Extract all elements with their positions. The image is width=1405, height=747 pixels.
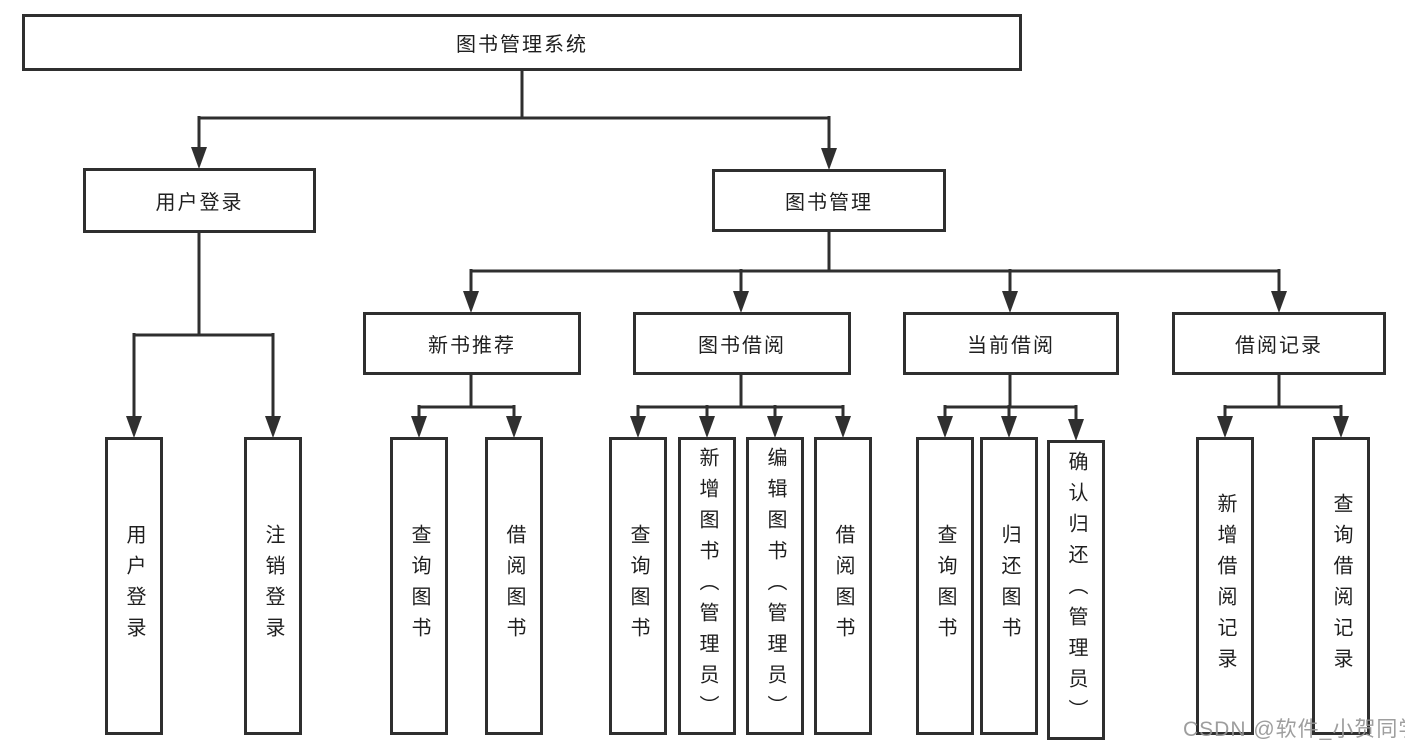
node-current-borrowing-label: 当前借阅 [967, 335, 1055, 357]
leaf-bb-borrow-books-label: 借阅图书 [832, 524, 854, 648]
leaf-br-add-record: 新增借阅记录 [1196, 437, 1254, 735]
node-root: 图书管理系统 [22, 14, 1022, 71]
leaf-logout: 注销登录 [244, 437, 302, 735]
leaf-bb-borrow-books: 借阅图书 [814, 437, 872, 735]
leaf-bb-add-books-admin-label: 新增图书（管理员） [696, 446, 718, 726]
leaf-bb-add-books-admin: 新增图书（管理员） [678, 437, 736, 735]
node-borrowing-record-label: 借阅记录 [1235, 335, 1323, 357]
leaf-nbr-borrow-books-label: 借阅图书 [503, 524, 525, 648]
leaf-bb-edit-books-admin: 编辑图书（管理员） [746, 437, 804, 735]
node-book-borrowing-label: 图书借阅 [698, 335, 786, 357]
leaf-br-query-record: 查询借阅记录 [1312, 437, 1370, 735]
node-root-label: 图书管理系统 [456, 34, 588, 56]
node-new-book-recommendation-label: 新书推荐 [428, 335, 516, 357]
leaf-nbr-query-books-label: 查询图书 [408, 524, 430, 648]
leaf-br-add-record-label: 新增借阅记录 [1214, 493, 1236, 679]
node-book-management-label: 图书管理 [785, 192, 873, 214]
leaf-nbr-borrow-books: 借阅图书 [485, 437, 543, 735]
node-borrowing-record: 借阅记录 [1172, 312, 1386, 375]
node-current-borrowing: 当前借阅 [903, 312, 1119, 375]
leaf-cb-return-books-label: 归还图书 [998, 524, 1020, 648]
leaf-cb-confirm-return-admin-label: 确认归还（管理员） [1065, 450, 1087, 730]
leaf-bb-query-books-label: 查询图书 [627, 524, 649, 648]
leaf-cb-return-books: 归还图书 [980, 437, 1038, 735]
leaf-br-query-record-label: 查询借阅记录 [1330, 493, 1352, 679]
leaf-cb-query-books: 查询图书 [916, 437, 974, 735]
leaf-cb-confirm-return-admin: 确认归还（管理员） [1047, 440, 1105, 740]
leaf-bb-query-books: 查询图书 [609, 437, 667, 735]
leaf-logout-label: 注销登录 [262, 524, 284, 648]
leaf-user-login: 用户登录 [105, 437, 163, 735]
leaf-nbr-query-books: 查询图书 [390, 437, 448, 735]
csdn-watermark: CSDN @软件_小贺同学 [1183, 718, 1405, 741]
node-book-borrowing: 图书借阅 [633, 312, 851, 375]
arrowheads [126, 147, 1349, 441]
leaf-cb-query-books-label: 查询图书 [934, 524, 956, 648]
node-book-management: 图书管理 [712, 169, 946, 232]
node-new-book-recommendation: 新书推荐 [363, 312, 581, 375]
node-user-login-label: 用户登录 [155, 192, 244, 214]
leaf-bb-edit-books-admin-label: 编辑图书（管理员） [764, 446, 786, 726]
node-user-login: 用户登录 [83, 168, 316, 233]
leaf-user-login-label: 用户登录 [123, 524, 145, 648]
